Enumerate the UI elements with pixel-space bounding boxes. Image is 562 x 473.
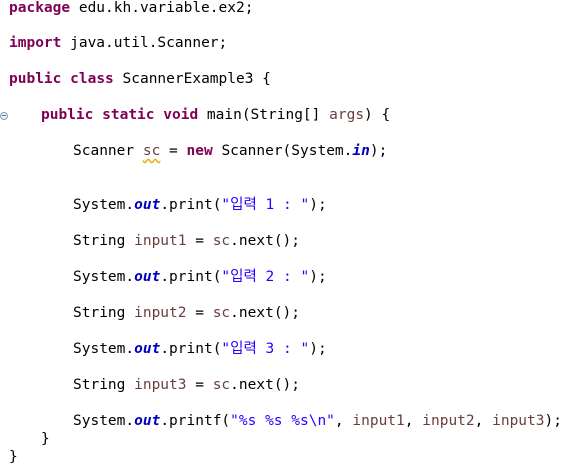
variable-name: sc [212, 233, 231, 249]
string-literal: "입력 3 : " [221, 341, 310, 357]
static-field: out [134, 341, 161, 357]
code-text: String [73, 377, 135, 393]
code-line-print-1: System.out.print("입력 1 : "); [73, 195, 327, 215]
variable-name: input1 [134, 233, 187, 249]
variable-name: input1 [352, 413, 405, 429]
code-line-close-class: } [9, 447, 18, 467]
string-literal: "%s %s %s\n" [230, 413, 335, 429]
code-text: , [404, 413, 423, 429]
code-text: edu.kh.variable.ex2; [70, 0, 254, 16]
keyword: class [70, 71, 114, 87]
variable-name: input3 [134, 377, 187, 393]
variable-name: input3 [492, 413, 545, 429]
keyword: package [9, 0, 71, 16]
static-field: out [134, 197, 161, 213]
keyword: public [9, 71, 62, 87]
variable-name: input2 [422, 413, 475, 429]
closing-brace: } [9, 449, 18, 465]
code-line-printf: System.out.printf("%s %s %s\n", input1, … [73, 411, 562, 431]
code-text: String [73, 305, 135, 321]
variable-name: sc [212, 377, 231, 393]
code-text: String [73, 233, 135, 249]
static-field: out [134, 413, 161, 429]
keyword: void [163, 107, 199, 123]
code-text: ); [309, 197, 327, 213]
code-line-input-3: String input3 = sc.next(); [73, 375, 300, 395]
code-text: ); [369, 143, 388, 159]
variable-name: sc [212, 305, 231, 321]
code-text: java.util.Scanner; [61, 35, 228, 51]
code-line-close-method: } [41, 429, 50, 449]
code-text: System. [73, 413, 135, 429]
code-text: , [334, 413, 353, 429]
code-text: = [186, 377, 213, 393]
variable-name: input2 [134, 305, 187, 321]
code-line-main-decl: public static void main(String[] args) { [41, 105, 390, 125]
string-literal: "입력 1 : " [221, 197, 310, 213]
static-field: in [352, 143, 370, 159]
code-line-print-2: System.out.print("입력 2 : "); [73, 267, 327, 287]
keyword: import [9, 35, 62, 51]
code-text: System. [73, 341, 135, 357]
code-text: main(String[] [198, 107, 330, 123]
collapse-fold-icon[interactable] [0, 112, 8, 120]
code-line-scanner-init: Scanner sc = new Scanner(System.in); [73, 141, 387, 161]
code-text: , [474, 413, 493, 429]
keyword: new [186, 143, 213, 159]
code-text: Scanner(System. [212, 143, 353, 159]
static-field: out [134, 269, 161, 285]
warning-variable[interactable]: sc [142, 143, 161, 159]
keyword: static [102, 107, 155, 123]
code-text: ) { [364, 107, 391, 123]
code-line-import: import java.util.Scanner; [9, 33, 227, 53]
code-text: = [186, 305, 213, 321]
code-line-package: package edu.kh.variable.ex2; [9, 0, 253, 18]
code-text: .printf( [160, 413, 231, 429]
code-text: Scanner [73, 143, 143, 159]
code-line-print-3: System.out.print("입력 3 : "); [73, 339, 327, 359]
code-text: ); [544, 413, 562, 429]
code-text: .next(); [230, 377, 301, 393]
parameter-name: args [329, 107, 365, 123]
code-text: .print( [160, 341, 222, 357]
code-text: .next(); [230, 305, 301, 321]
code-text: .next(); [230, 233, 301, 249]
code-text: = [160, 143, 187, 159]
code-text: ); [309, 341, 327, 357]
code-text: ScannerExample3 { [113, 71, 271, 87]
code-line-class-decl: public class ScannerExample3 { [9, 69, 271, 89]
code-text: System. [73, 269, 135, 285]
keyword: public [41, 107, 94, 123]
code-text: .print( [160, 269, 222, 285]
code-line-input-2: String input2 = sc.next(); [73, 303, 300, 323]
closing-brace: } [41, 431, 50, 447]
code-text: .print( [160, 197, 222, 213]
string-literal: "입력 2 : " [221, 269, 310, 285]
code-line-input-1: String input1 = sc.next(); [73, 231, 300, 251]
code-text: ); [309, 269, 327, 285]
code-text: System. [73, 197, 135, 213]
code-text: = [186, 233, 213, 249]
